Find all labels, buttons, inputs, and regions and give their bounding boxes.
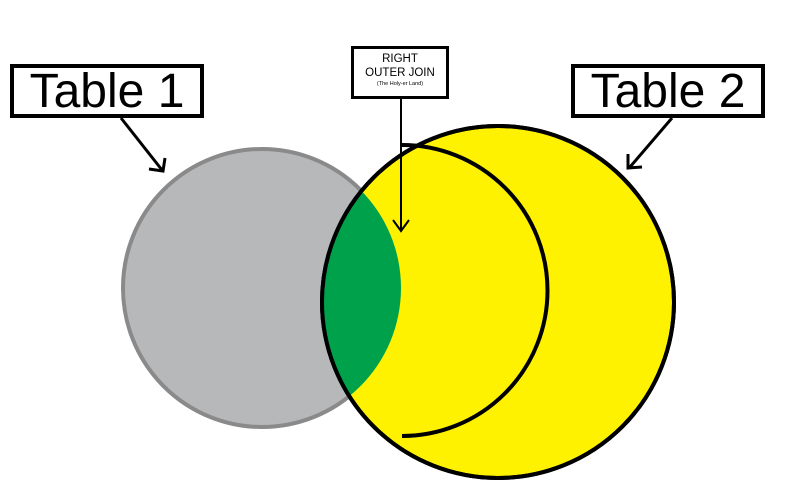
join-label-line-2: OUTER JOIN bbox=[365, 67, 435, 79]
table1-label: Table 1 bbox=[10, 64, 204, 118]
overlap-left-arc bbox=[401, 143, 550, 438]
table2-outline bbox=[320, 124, 676, 480]
join-label-subtitle: (The Holy-er Land) bbox=[376, 81, 424, 87]
table2-label: Table 2 bbox=[571, 64, 765, 118]
table1-arrow bbox=[119, 117, 167, 173]
table2-arrow bbox=[626, 117, 674, 170]
join-type-label: RIGHT OUTER JOIN (The Holy-er Land) bbox=[351, 46, 449, 99]
join-label-line-1: RIGHT bbox=[382, 53, 418, 65]
join-arrow bbox=[392, 99, 410, 233]
